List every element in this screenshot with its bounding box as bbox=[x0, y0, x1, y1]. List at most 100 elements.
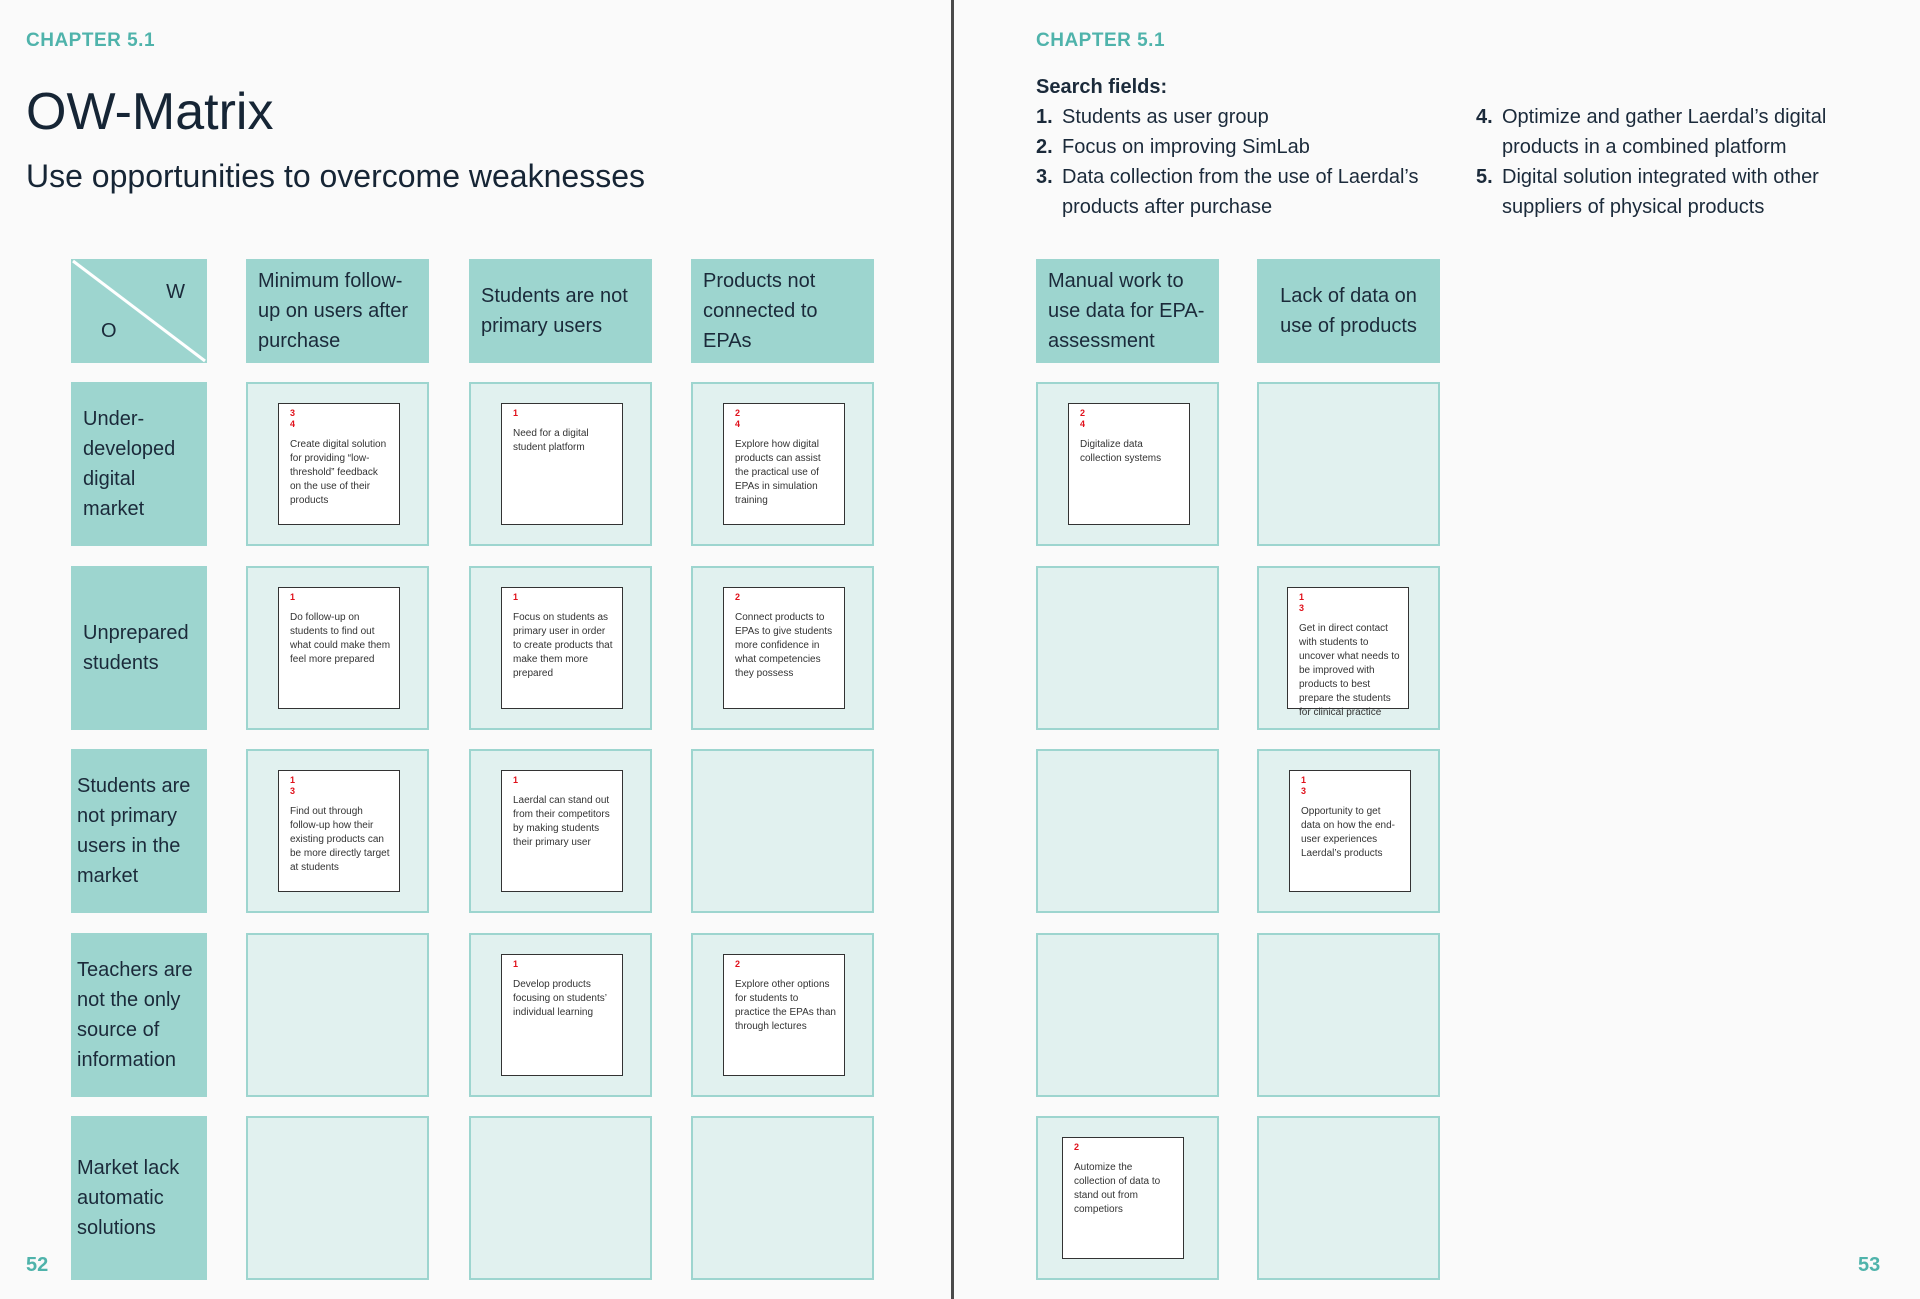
search-fields: Search fields: 1.Students as user group … bbox=[1036, 72, 1436, 222]
matrix-cell bbox=[1257, 382, 1440, 546]
left-page: CHAPTER 5.1 OW-Matrix Use opportunities … bbox=[0, 0, 952, 1299]
search-field-ref: 2 bbox=[735, 408, 741, 418]
note-text: Create digital solution for providing “l… bbox=[290, 439, 387, 506]
item-text: Optimize and gather Laerdal’s digital pr… bbox=[1502, 106, 1827, 158]
search-field-refs: 1 bbox=[513, 775, 614, 786]
chapter-label: CHAPTER 5.1 bbox=[1036, 30, 1166, 51]
item-number: 1. bbox=[1036, 106, 1053, 128]
note-text: Find out through follow-up how their exi… bbox=[290, 806, 390, 873]
row-label-5: Market lack automatic solutions bbox=[71, 1116, 207, 1280]
matrix-cell bbox=[1036, 749, 1219, 913]
note-text: Opportunity to get data on how the end-u… bbox=[1301, 806, 1395, 859]
search-field-ref: 4 bbox=[735, 419, 741, 429]
search-field-ref: 2 bbox=[1080, 408, 1086, 418]
item-text: Data collection from the use of Laerdal’… bbox=[1062, 166, 1419, 218]
search-field-refs: 1 bbox=[513, 408, 614, 419]
search-field-refs: 2 bbox=[1074, 1142, 1175, 1153]
note-text: Focus on students as primary user in ord… bbox=[513, 612, 613, 679]
note-text: Automize the collection of data to stand… bbox=[1074, 1162, 1161, 1215]
column-header-1: Minimum follow-up on users after purchas… bbox=[246, 259, 429, 363]
search-field-ref: 3 bbox=[290, 786, 296, 796]
row-label-3: Students are not primary users in the ma… bbox=[71, 749, 207, 913]
item-number: 3. bbox=[1036, 166, 1053, 188]
note-text: Get in direct contact with students to u… bbox=[1299, 623, 1400, 718]
matrix-cell bbox=[246, 1116, 429, 1280]
matrix-corner: W O bbox=[71, 259, 207, 363]
page-title: OW-Matrix bbox=[26, 83, 274, 141]
item-number: 2. bbox=[1036, 136, 1053, 158]
search-field-refs: 2 bbox=[735, 592, 836, 603]
row-label-2: Unprepared students bbox=[71, 566, 207, 730]
search-field-item: 3. Data collection from the use of Laerda… bbox=[1036, 162, 1436, 222]
search-field-ref: 3 bbox=[1301, 786, 1307, 796]
search-field-refs: 1 bbox=[513, 959, 614, 970]
search-field-ref: 3 bbox=[290, 408, 296, 418]
matrix-cell bbox=[1257, 933, 1440, 1097]
search-field-refs: 1 bbox=[513, 592, 614, 603]
search-field-refs: 2 bbox=[735, 959, 836, 970]
matrix-cell bbox=[1257, 1116, 1440, 1280]
search-fields-title: Search fields: bbox=[1036, 76, 1168, 98]
matrix-cell bbox=[246, 933, 429, 1097]
matrix-cell bbox=[469, 1116, 652, 1280]
item-number: 5. bbox=[1476, 166, 1493, 188]
note-text: Laerdal can stand out from their competi… bbox=[513, 795, 610, 848]
matrix-cell bbox=[1036, 933, 1219, 1097]
matrix-cell bbox=[691, 749, 874, 913]
item-text: Focus on improving SimLab bbox=[1062, 136, 1310, 158]
note-text: Develop products focusing on students’ i… bbox=[513, 979, 607, 1018]
corner-diagonal-line bbox=[72, 259, 206, 363]
search-field-item: 4. Optimize and gather Laerdal’s digital … bbox=[1476, 102, 1876, 162]
search-field-ref: 1 bbox=[513, 959, 519, 969]
search-fields-column-2: 4. Optimize and gather Laerdal’s digital … bbox=[1476, 102, 1876, 222]
search-field-ref: 4 bbox=[290, 419, 296, 429]
item-text: Digital solution integrated with other s… bbox=[1502, 166, 1819, 218]
search-field-ref: 2 bbox=[735, 592, 741, 602]
search-field-ref: 4 bbox=[1080, 419, 1086, 429]
search-field-ref: 2 bbox=[735, 959, 741, 969]
item-text: Students as user group bbox=[1062, 106, 1269, 128]
search-field-ref: 1 bbox=[513, 775, 519, 785]
page-subtitle: Use opportunities to overcome weaknesses bbox=[26, 158, 645, 194]
note-text: Explore how digital products can assist … bbox=[735, 439, 821, 506]
note-text: Connect products to EPAs to give student… bbox=[735, 612, 833, 679]
right-page: CHAPTER 5.1 Search fields: 1. Students as… bbox=[956, 0, 1920, 1299]
search-field-ref: 1 bbox=[1299, 592, 1305, 602]
search-field-ref: 1 bbox=[513, 408, 519, 418]
column-header-2: Students are not primary users bbox=[469, 259, 652, 363]
search-field-item: 1. Students as user group bbox=[1036, 102, 1436, 132]
column-header-3: Products not connected to EPAs bbox=[691, 259, 874, 363]
search-field-ref: 1 bbox=[513, 592, 519, 602]
item-number: 4. bbox=[1476, 106, 1493, 128]
row-label-1: Under-developed digital market bbox=[71, 382, 207, 546]
note-text: Explore other options for students to pr… bbox=[735, 979, 836, 1032]
search-field-refs: 1 bbox=[290, 592, 391, 603]
